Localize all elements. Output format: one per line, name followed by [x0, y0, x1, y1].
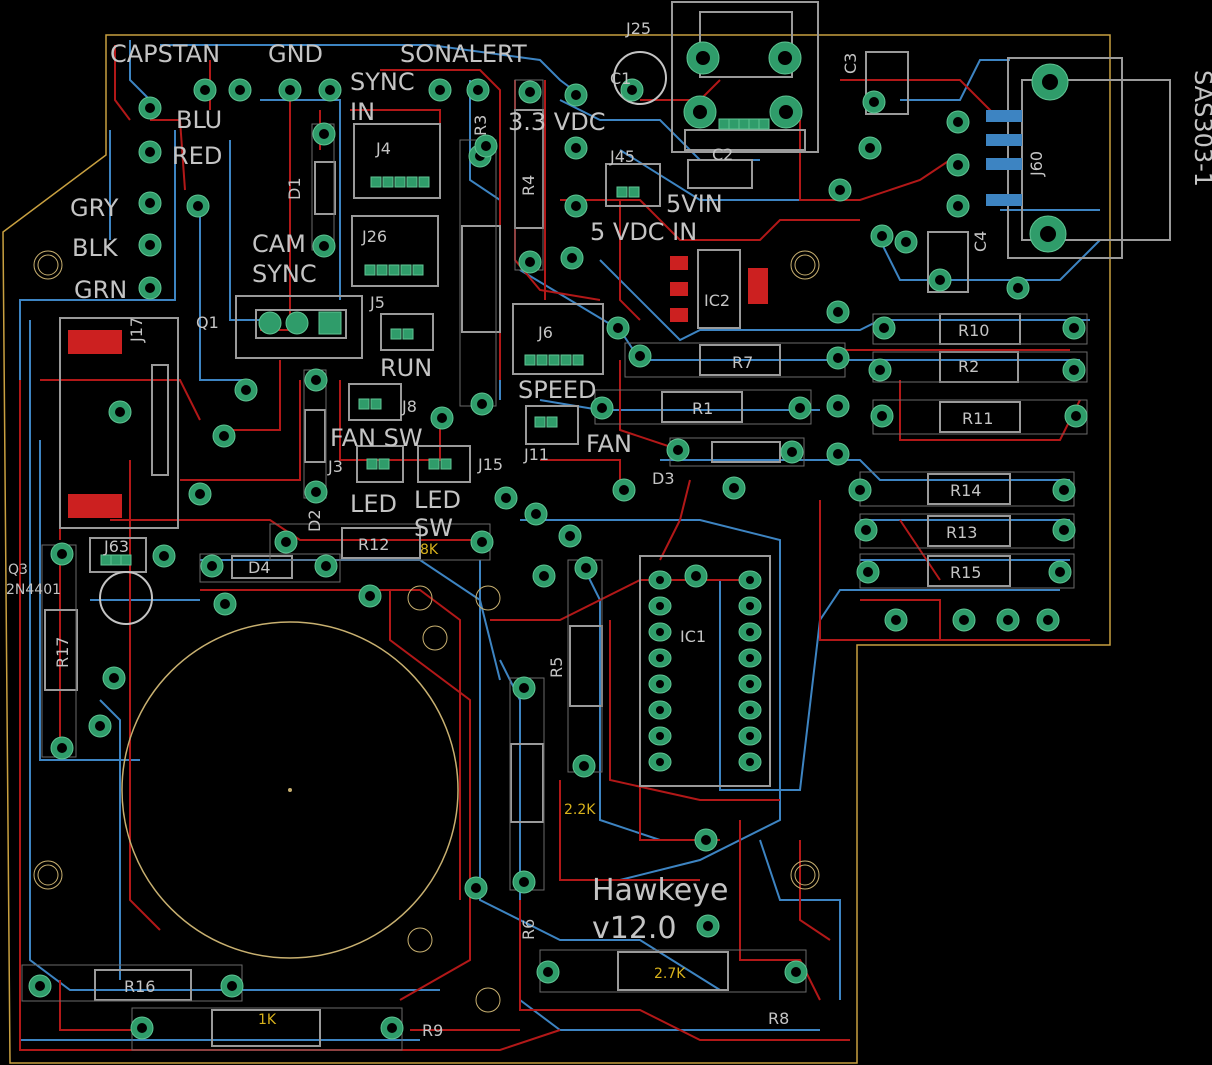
- label-blk: BLK: [72, 234, 119, 262]
- board-version: v12.0: [592, 911, 677, 946]
- refdes-j15: J15: [477, 455, 503, 474]
- label-5vin: 5VIN: [666, 190, 723, 218]
- refdes-d4: D4: [248, 558, 271, 577]
- refdes-j11: J11: [523, 445, 549, 464]
- refdes-r16: R16: [124, 977, 155, 996]
- value-r5: 2.2K: [564, 802, 596, 818]
- refdes-r1: R1: [692, 399, 713, 418]
- label-sw: SW: [414, 514, 453, 542]
- refdes-r4: R4: [519, 175, 538, 196]
- refdes-r10: R10: [958, 321, 989, 340]
- refdes-j60: J60: [1027, 151, 1046, 177]
- refdes-d1: D1: [285, 178, 304, 201]
- refdes-j4: J4: [375, 139, 391, 158]
- refdes-r9: R9: [422, 1021, 443, 1040]
- label-sonalert: SONALERT: [400, 40, 527, 68]
- refdes-q3: Q3: [8, 562, 28, 578]
- refdes-r11: R11: [962, 409, 993, 428]
- label-3v3: 3.3 VDC: [508, 108, 605, 136]
- refdes-d2: D2: [305, 510, 324, 533]
- label-capstan: CAPSTAN: [110, 40, 220, 68]
- refdes-r15: R15: [950, 563, 981, 582]
- label-run: RUN: [380, 354, 432, 382]
- mounting-holes: [33, 250, 820, 1013]
- value-r12: 8K: [420, 542, 439, 558]
- refdes-c1: C1: [610, 69, 631, 88]
- label-fan: FAN: [586, 430, 632, 458]
- label-5vdc: 5 VDC IN: [590, 218, 697, 246]
- refdes-c4: C4: [971, 231, 990, 252]
- label-led-sw: LED: [414, 486, 461, 514]
- refdes-ic1: IC1: [680, 627, 706, 646]
- label-blu: BLU: [176, 106, 222, 134]
- silkscreen-text: CAPSTAN GND SONALERT SYNC IN 3.3 VDC 5VI…: [6, 19, 1212, 1040]
- label-grn: GRN: [74, 276, 127, 304]
- refdes-r8: R8: [768, 1009, 789, 1028]
- refdes-j8: J8: [401, 397, 417, 416]
- silkscreen-outlines: [21, 1, 1171, 1051]
- refdes-r3: R3: [471, 115, 490, 136]
- refdes-j5: J5: [369, 293, 385, 312]
- value-r9: 1K: [258, 1012, 277, 1028]
- label-gry: GRY: [70, 194, 119, 222]
- label-led: LED: [350, 490, 397, 518]
- refdes-r17: R17: [53, 637, 72, 668]
- board-outline: [2, 34, 1111, 1064]
- sonalert-speaker-outline: [121, 621, 459, 959]
- refdes-r13: R13: [946, 523, 977, 542]
- label-speed: SPEED: [518, 376, 597, 404]
- refdes-j6: J6: [537, 323, 553, 342]
- label-sync-cam: SYNC: [252, 260, 317, 288]
- refdes-j17: J17: [127, 317, 146, 343]
- refdes-d3: D3: [652, 469, 675, 488]
- label-sync: SYNC: [350, 68, 415, 96]
- label-sas: SAS303-1: [1189, 70, 1212, 187]
- label-fan-sw: FAN SW: [330, 424, 423, 452]
- refdes-c3: C3: [841, 53, 860, 74]
- refdes-j25: J25: [625, 19, 651, 38]
- generic-pads: [28, 78, 1088, 1040]
- refdes-j26: J26: [361, 227, 387, 246]
- bottom-copper-traces: [19, 40, 1101, 1041]
- label-cam: CAM: [252, 230, 306, 258]
- label-in: IN: [350, 98, 375, 126]
- large-pads: [258, 41, 1069, 335]
- board-title: Hawkeye: [592, 873, 728, 908]
- refdes-q3-part: 2N4401: [6, 582, 61, 598]
- refdes-q1: Q1: [196, 313, 219, 332]
- refdes-r2: R2: [958, 357, 979, 376]
- refdes-r6: R6: [519, 919, 538, 940]
- label-gnd: GND: [268, 40, 323, 68]
- refdes-j3: J3: [327, 457, 343, 476]
- refdes-r12: R12: [358, 535, 389, 554]
- value-r8: 2.7K: [654, 966, 686, 982]
- refdes-ic2: IC2: [704, 291, 730, 310]
- refdes-j45: J45: [609, 147, 635, 166]
- refdes-r14: R14: [950, 481, 981, 500]
- label-red: RED: [172, 142, 222, 170]
- refdes-r5: R5: [547, 657, 566, 678]
- refdes-j63: J63: [103, 537, 129, 556]
- refdes-r7: R7: [732, 353, 753, 372]
- refdes-c2: C2: [712, 145, 733, 164]
